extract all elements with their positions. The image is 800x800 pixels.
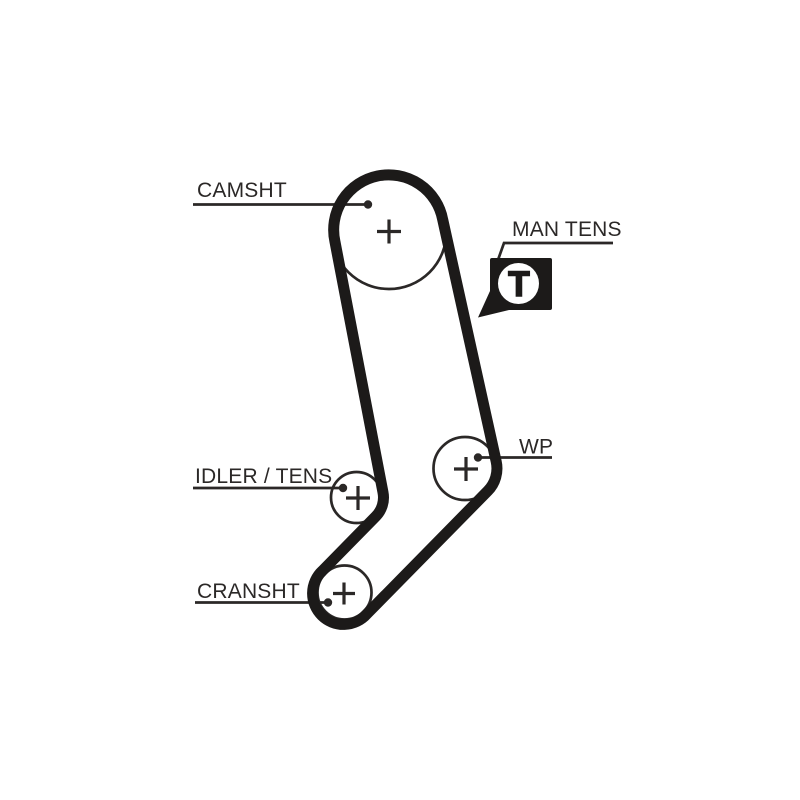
idler-leader: [193, 483, 348, 493]
idler-leader-dot: [338, 483, 348, 493]
manual-tensioner-label: MAN TENS: [512, 218, 622, 241]
idler-center-mark: [346, 486, 370, 510]
water-pump-center-mark: [454, 457, 478, 481]
water-pump-leader-dot: [473, 453, 483, 462]
manual-tensioner-icon: T: [478, 258, 552, 318]
camshaft-label: CAMSHT: [197, 179, 287, 202]
crankshaft-leader: [195, 598, 333, 607]
crankshaft-label: CRANSHT: [197, 580, 300, 603]
water-pump-label: WP: [519, 436, 553, 459]
manual-tensioner-leader-line: [497, 241, 613, 259]
crankshaft-center-mark: [333, 582, 355, 605]
timing-belt: [307, 169, 503, 630]
manual-tensioner-leader: [497, 241, 613, 259]
tensioner-letter: T: [508, 265, 529, 304]
tensioner-circle: [498, 263, 539, 304]
camshaft-leader-dot: [363, 200, 373, 209]
crankshaft-leader-dot: [323, 598, 333, 607]
idler-tensioner-label: IDLER / TENS: [195, 465, 332, 488]
camshaft-center-mark: [377, 219, 401, 244]
